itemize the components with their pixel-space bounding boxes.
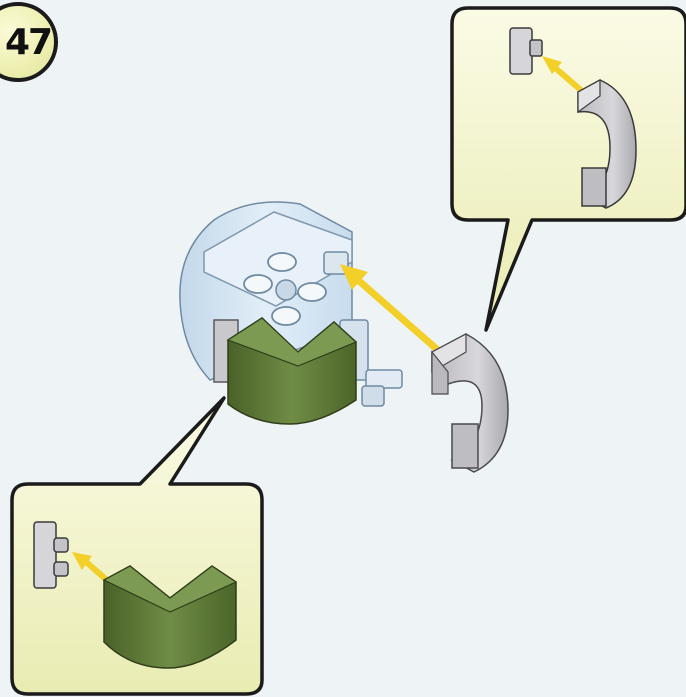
step-number-badge: 47 bbox=[0, 2, 58, 82]
green-curved-slope bbox=[226, 317, 358, 425]
callout-bottom-left bbox=[10, 396, 264, 696]
callout-top-right bbox=[450, 6, 686, 332]
main-assembly bbox=[179, 201, 403, 425]
step-number: 47 bbox=[4, 21, 53, 63]
clip-plate-icon bbox=[509, 27, 543, 75]
clip-plate-icon bbox=[33, 521, 69, 589]
studs bbox=[243, 252, 327, 326]
curved-gray-slope-icon bbox=[577, 78, 637, 209]
green-curved-slope-icon bbox=[102, 565, 238, 669]
callout-top-bubble bbox=[450, 6, 686, 332]
main-arrow-icon bbox=[340, 264, 444, 356]
curved-gray-slope bbox=[431, 333, 509, 473]
